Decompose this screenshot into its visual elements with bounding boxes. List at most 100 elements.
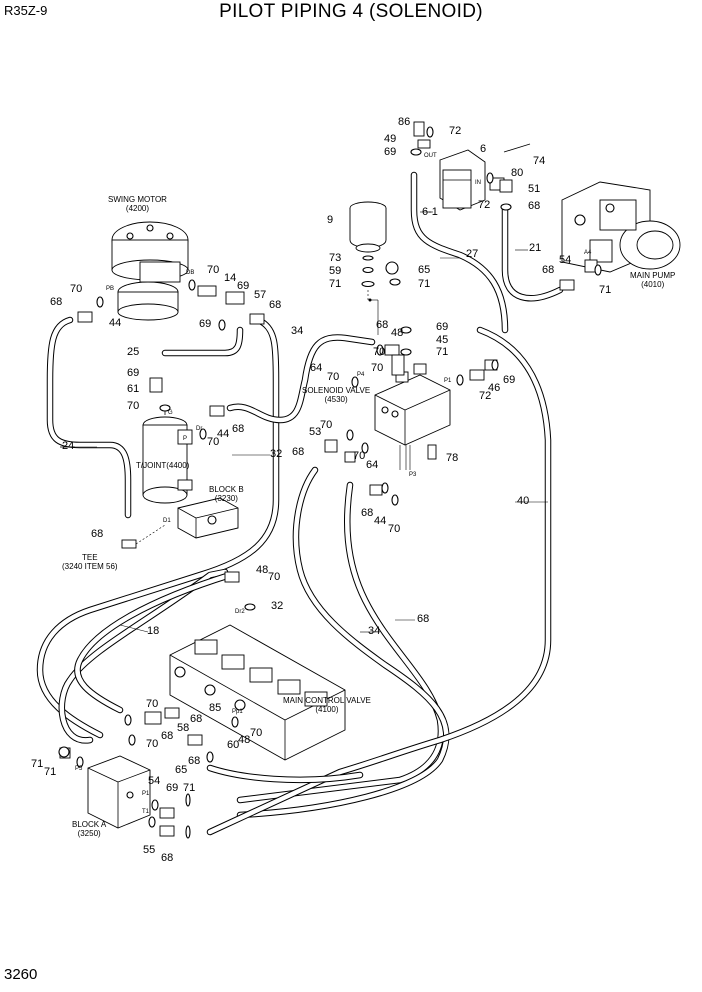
fittings — [58, 121, 602, 839]
block-a-label: BLOCK A (3250) — [72, 820, 107, 839]
callout-27: 27 — [466, 248, 479, 260]
port-dr: Dr — [196, 426, 203, 432]
filter-9-drawing — [349, 201, 387, 300]
callout-32: 32 — [270, 448, 283, 460]
callout-68m: 70 — [146, 738, 159, 750]
callout-65b: 71 — [31, 758, 44, 770]
callout-68k: 70 — [146, 698, 159, 710]
callout-48c: 68 — [188, 755, 201, 767]
callout-54: 54 — [559, 254, 572, 266]
port-a4: A4 — [584, 250, 592, 256]
callout-71: 71 — [329, 278, 342, 290]
tee-drawing — [121, 524, 166, 549]
callout-48b: 70 — [268, 571, 281, 583]
port-p3: P3 — [409, 472, 417, 478]
callout-80: 80 — [511, 167, 524, 179]
t-joint-label: T/JOINT(4400) — [136, 461, 190, 470]
callout-71b: 71 — [418, 278, 431, 290]
callout-59: 59 — [329, 265, 342, 277]
callout-70n: 60 — [227, 739, 240, 751]
callout-68n: 65 — [175, 764, 188, 776]
port-pp1: Pp1 — [232, 709, 243, 715]
callout-64b: 64 — [366, 459, 379, 471]
port-p: P — [183, 436, 188, 442]
callout-70e: 70 — [327, 371, 340, 383]
callout-69d: 69 — [436, 321, 449, 333]
swing-motor-label: SWING MOTOR (4200) — [108, 195, 167, 214]
port-db: DB — [186, 270, 195, 276]
main-pump-label: MAIN PUMP (4010) — [630, 271, 676, 290]
callout-21: 21 — [529, 242, 542, 254]
main-control-valve-drawing — [169, 624, 346, 761]
callout-72b: 72 — [478, 199, 491, 211]
port-p1: P1 — [444, 378, 452, 384]
callout-72: 72 — [449, 125, 462, 137]
port-p4: P4 — [357, 372, 365, 378]
page-number: 3260 — [4, 966, 38, 983]
solenoid-valve-label: SOLENOID VALVE (4530) — [302, 386, 371, 405]
callout-14: 14 — [224, 272, 237, 284]
port-dr2: Dr2 — [235, 609, 245, 615]
callout-73: 73 — [329, 252, 342, 264]
callout-68l: 58 — [177, 722, 190, 734]
callout-54b: 69 — [166, 782, 179, 794]
callout-68h: 68 — [361, 507, 374, 519]
callout-9: 9 — [327, 214, 334, 226]
callout-55: 68 — [161, 852, 174, 864]
tee-label: TEE (3240 ITEM 56) — [62, 553, 118, 572]
callout-68: 68 — [528, 200, 541, 212]
callout-70d: 70 — [127, 400, 140, 412]
hose-25 — [161, 326, 244, 357]
callout-68j: 48 — [256, 564, 269, 576]
port-g: G — [168, 410, 173, 416]
hose-21 — [501, 206, 564, 302]
callout-49: 49 — [384, 133, 397, 145]
callout-71f: 54 — [148, 775, 161, 787]
callout-68g: 68 — [292, 446, 305, 458]
callout-71d: 71 — [436, 346, 449, 358]
callout-74: 74 — [533, 155, 546, 167]
callout-25: 25 — [127, 346, 140, 358]
callout-70: 70 — [207, 264, 220, 276]
callout-70j: 70 — [388, 523, 401, 535]
callout-68i: 68 — [91, 528, 104, 540]
callout-44c: 44 — [374, 515, 387, 527]
callout-6-1: 6-1 — [422, 206, 438, 218]
block-b-label: BLOCK B (3230) — [209, 485, 244, 504]
hose-24 — [46, 316, 132, 519]
callout-69f: 69 — [503, 374, 516, 386]
port-t1: T1 — [142, 809, 150, 815]
callout-58: 68 — [161, 730, 174, 742]
callout-53: 53 — [309, 426, 322, 438]
callout-86: 86 — [398, 116, 411, 128]
port-in: IN — [475, 180, 481, 186]
swing-motor-drawing — [111, 221, 189, 321]
callout-65: 65 — [418, 264, 431, 276]
callout-70h: 70 — [320, 419, 333, 431]
callout-70i: 70 — [353, 450, 366, 462]
callout-44: 44 — [109, 317, 122, 329]
callout-69b: 69 — [237, 280, 250, 292]
callout-70k: 32 — [271, 600, 284, 612]
callout-34b: 68 — [417, 613, 430, 625]
callout-57: 57 — [254, 289, 267, 301]
callout-48: 48 — [391, 327, 404, 339]
callout-85: 68 — [190, 713, 203, 725]
port-d1: D1 — [163, 518, 171, 524]
main-control-valve-label: MAIN CONTROL VALVE (4100) — [283, 696, 371, 715]
callout-34: 34 — [291, 325, 304, 337]
callout-51: 51 — [528, 183, 541, 195]
callout-69e: 69 — [127, 367, 140, 379]
callout-45: 45 — [436, 334, 449, 346]
leader-lines — [60, 211, 548, 633]
callout-71e: 71 — [44, 766, 57, 778]
callout-70m: 70 — [250, 727, 263, 739]
main-pump-drawing — [561, 181, 681, 273]
callout-44b: 44 — [217, 428, 230, 440]
callout-6: 6 — [480, 143, 487, 155]
callout-69c: 69 — [199, 318, 212, 330]
callout-78: 78 — [446, 452, 459, 464]
callout-69: 69 — [384, 146, 397, 158]
callout-68f: 68 — [232, 423, 245, 435]
